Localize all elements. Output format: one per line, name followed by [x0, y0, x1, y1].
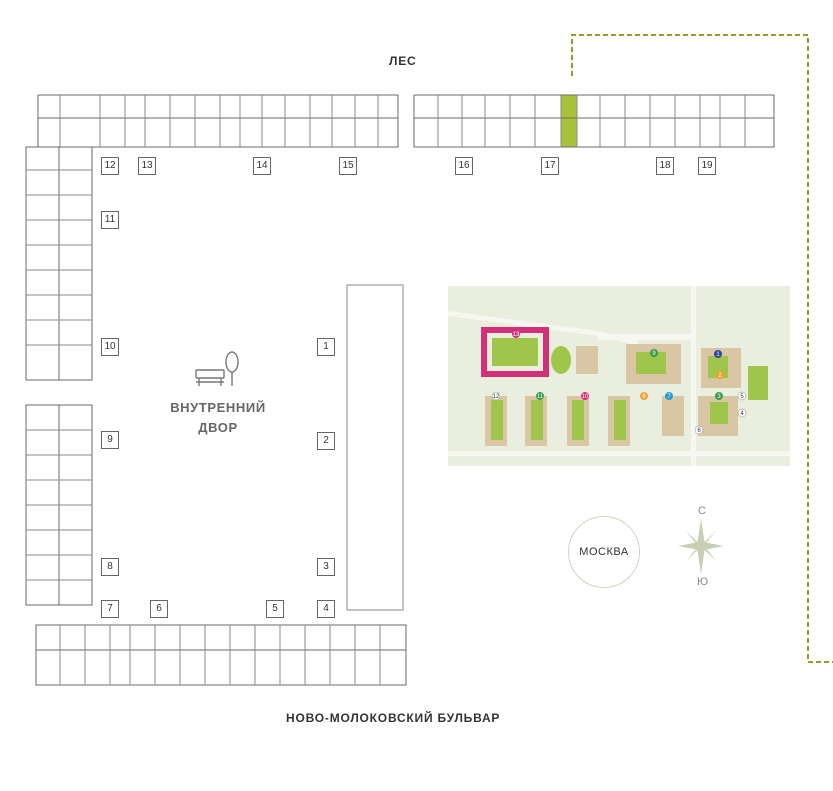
section-2[interactable]: 2	[317, 432, 335, 450]
forest-label: ЛЕС	[389, 54, 417, 68]
marker-9: 9	[652, 351, 656, 357]
compass-icon	[678, 519, 724, 574]
section-15[interactable]: 15	[339, 157, 357, 175]
section-9[interactable]: 9	[101, 431, 119, 449]
minimap-markers[interactable]: 1 2 3 4 5 6 7 8 9 10 11 12 13	[491, 330, 747, 435]
section-12[interactable]: 12	[101, 157, 119, 175]
section-1[interactable]: 1	[317, 338, 335, 356]
courtyard-bench-icon	[195, 369, 225, 386]
section-7[interactable]: 7	[101, 600, 119, 618]
marker-10: 10	[582, 394, 589, 400]
marker-7: 7	[667, 394, 671, 400]
route-dashed-line	[571, 34, 833, 663]
section-17[interactable]: 17	[541, 157, 559, 175]
east-wing	[346, 284, 404, 611]
marker-5: 5	[740, 394, 744, 400]
marker-2: 2	[718, 373, 722, 379]
marker-8: 8	[642, 394, 646, 400]
section-6[interactable]: 6	[150, 600, 168, 618]
courtyard-line1: ВНУТРЕННИЙ	[170, 400, 266, 415]
marker-1: 1	[716, 352, 720, 358]
marker-13: 13	[513, 332, 520, 338]
section-16[interactable]: 16	[455, 157, 473, 175]
tree-icon	[225, 351, 239, 386]
minimap-green	[491, 346, 768, 440]
section-14[interactable]: 14	[253, 157, 271, 175]
section-18[interactable]: 18	[656, 157, 674, 175]
section-5[interactable]: 5	[266, 600, 284, 618]
section-11[interactable]: 11	[101, 211, 119, 229]
compass-south: Ю	[697, 576, 709, 588]
section-8[interactable]: 8	[101, 558, 119, 576]
marker-11: 11	[537, 394, 544, 400]
moscow-direction: МОСКВА	[568, 516, 640, 588]
north-wing	[37, 94, 775, 148]
south-wing	[35, 624, 407, 686]
site-minimap: 1 2 3 4 5 6 7 8 9 10 11 12 13	[448, 286, 790, 466]
section-10[interactable]: 10	[101, 338, 119, 356]
marker-12: 12	[493, 394, 500, 400]
west-wing	[25, 146, 93, 606]
section-4[interactable]: 4	[317, 600, 335, 618]
section-13[interactable]: 13	[138, 157, 156, 175]
boulevard-label: НОВО-МОЛОКОВСКИЙ БУЛЬВАР	[286, 711, 501, 725]
section-3[interactable]: 3	[317, 558, 335, 576]
courtyard-label: ВНУТРЕННИЙ ДВОР	[158, 398, 278, 438]
courtyard-line2: ДВОР	[198, 420, 238, 435]
marker-3: 3	[717, 394, 721, 400]
marker-4: 4	[740, 411, 744, 417]
compass-north: С	[698, 505, 706, 517]
section-19[interactable]: 19	[698, 157, 716, 175]
marker-6: 6	[697, 428, 701, 434]
highlighted-apartment[interactable]	[561, 95, 577, 147]
